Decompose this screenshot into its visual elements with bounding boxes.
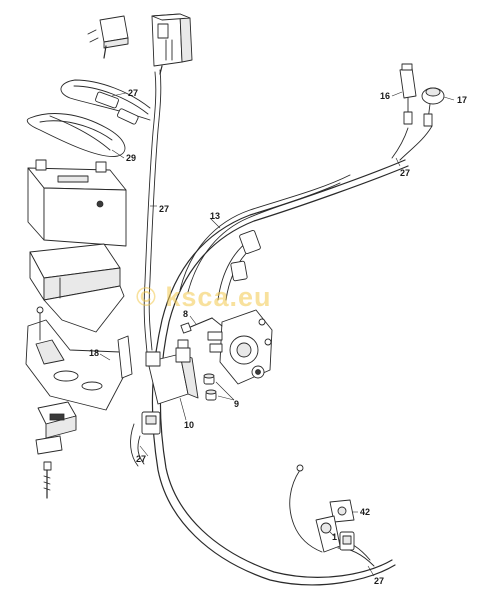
generator-assembly [207, 309, 273, 385]
callout-1: 1 [332, 532, 337, 542]
battery-tray [29, 243, 125, 333]
start-button [421, 87, 445, 127]
callout-27-top: 27 [128, 88, 138, 98]
battery [27, 159, 127, 247]
callout-27-bottom: 27 [374, 576, 384, 586]
callout-9: 9 [234, 399, 239, 409]
charger-cable [60, 69, 162, 353]
neutral-sensor [315, 515, 355, 553]
ignition-coil [145, 339, 199, 405]
main-wiring-harness [151, 125, 433, 586]
battery-charger [151, 13, 193, 75]
rubber-grommets [203, 373, 217, 401]
callout-18: 18 [89, 348, 99, 358]
clamp-bolt [43, 461, 52, 499]
callout-13: 13 [210, 211, 220, 221]
callout-10: 10 [184, 420, 194, 430]
callout-8: 8 [183, 309, 188, 319]
small-bolt [180, 317, 213, 334]
callout-16: 16 [380, 91, 390, 101]
callout-27-mid: 27 [159, 204, 169, 214]
mounting-bracket [25, 306, 133, 411]
wall-plug [87, 15, 129, 59]
callout-27-low: 27 [136, 454, 146, 464]
callout-17: 17 [457, 95, 467, 105]
callout-labels: 27 29 27 13 16 17 27 8 18 9 10 27 42 1 2… [89, 88, 467, 586]
watermark: © ksca.eu [136, 282, 271, 312]
battery-clamp [35, 401, 77, 455]
leader-lines [99, 91, 455, 577]
callout-27-right: 27 [400, 168, 410, 178]
callout-29: 29 [126, 153, 136, 163]
kill-switch [399, 63, 417, 125]
callout-42: 42 [360, 507, 370, 517]
gasket [329, 499, 355, 523]
battery-strap [26, 113, 126, 157]
coil-connector [130, 411, 161, 467]
